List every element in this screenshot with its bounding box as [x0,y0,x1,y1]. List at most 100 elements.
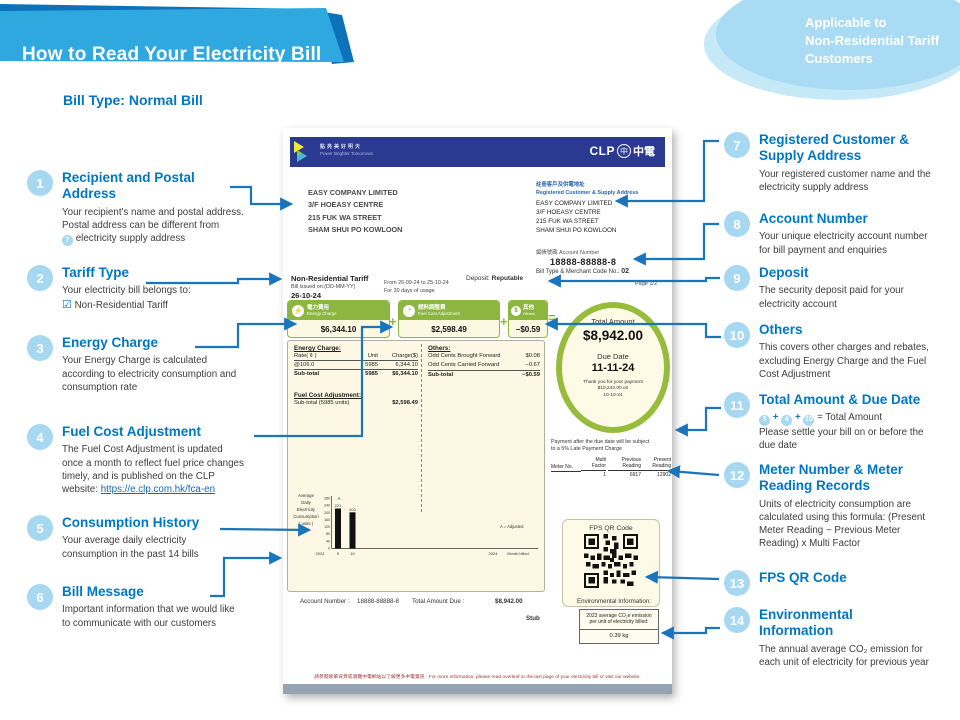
callout-number-badge: 12 [724,462,750,488]
callout-title: Account Number [759,211,868,226]
callout-deposit: 9 Deposit The security deposit paid for … [724,265,941,311]
plug-icon: ⚡ [292,304,304,317]
clp-logo-circle-icon: 中 [617,144,631,158]
badge-line: Non-Residential Tariff [805,33,940,48]
energy-charge-value: $6,344.10 [320,324,357,334]
clp-flag-icon [294,141,307,162]
account-number-value: 18888-88888-8 [550,257,617,267]
postal-line: SHAM SHUI PO KOWLOON [308,225,403,235]
clp-logo: CLP 中 中電 [589,143,655,159]
fuel-cost-box: ◔ 燃料調整費 Fuel Cost Adjustment $2,598.49 [398,300,500,338]
registered-line: 215 FUK WA STREET [536,218,599,225]
clp-logo-zh: 中電 [633,146,655,158]
bill-type-label: Bill Type: Normal Bill [63,92,203,108]
registered-line: EASY COMPANY LIMITED [536,200,613,207]
brand-tagline-zh: 點亮美好明天 [320,144,363,150]
postal-line: EASY COMPANY LIMITED [308,188,398,197]
registered-address-block: 註冊客戶及供電地址 Registered Customer & Supply A… [536,181,638,235]
callout-fuel-cost-adjustment: 4 Fuel Cost Adjustment The Fuel Cost Adj… [27,424,244,496]
fuel-cost-value: $2,598.49 [431,324,467,334]
callout-number-badge: 14 [724,607,750,633]
ref-number-icon: 7 [62,235,73,247]
clp-logo-text: CLP [589,144,615,158]
brand-tagline-en: Power Brighter Tomorrows [320,151,373,156]
fps-qr-title: FPS QR Code [589,525,633,532]
callout-number-badge: 9 [724,265,750,291]
bill-masthead: 點亮美好明天 Power Brighter Tomorrows CLP 中 中電 [290,137,665,167]
callout-title: Deposit [759,265,809,280]
others-detail-title: Others: [428,345,451,352]
bill-document: 點亮美好明天 Power Brighter Tomorrows CLP 中 中電… [283,128,672,694]
ref-number-icon: 3 [759,414,770,426]
badge-line: Customers [805,51,873,66]
checkbox-icon: ☑ [62,298,72,311]
billing-period: From 26-09-24 to 25-10-24 For 30 days of… [384,280,449,294]
callout-number-badge: 4 [27,424,53,450]
callout-number-badge: 3 [27,335,53,361]
fca-website-link[interactable]: https://e.clp.com.hk/fca-en [100,483,216,495]
postal-line: 3/F HOEASY CENTRE [308,200,384,210]
meter-col-header: Meter No. [551,458,581,472]
postal-line: 215 FUK WA STREET [308,212,382,222]
callout-title: Tariff Type [62,265,130,280]
postal-address-block: EASY COMPANY LIMITED 3/F HOEASY CENTRE 2… [308,187,402,237]
bill-type-code-value: 02 [621,268,630,275]
svg-text:A: A [337,496,340,501]
bar-month-9 [335,508,341,549]
late-payment-note: Payment after the due date will be subje… [551,439,650,452]
callout-title: Energy Charge [62,335,159,350]
others-box: $ 其他 Others −$0.59 [508,300,548,338]
svg-text:0: 0 [328,547,330,551]
registered-label-en: Registered Customer & Supply Address [536,190,639,196]
svg-text:200: 200 [349,507,356,512]
svg-text:10: 10 [350,551,355,556]
callout-title: Recipient and Postal Address [62,170,195,202]
ref-number-icon: 10 [803,414,815,426]
callout-consumption-history: 5 Consumption History Your average daily… [27,515,244,561]
header-banner [0,4,354,64]
callout-number-badge: 13 [724,570,750,596]
plus-sign: + [389,314,397,329]
svg-text:2024: 2024 [489,551,499,556]
svg-text:240: 240 [324,504,330,508]
bill-issued-label: Bill issued on:(DD-MM-YY) [291,284,356,290]
fps-qr-box: FPS QR Code [562,519,660,607]
callout-number-badge: 11 [724,392,750,418]
applicability-badge: Applicable to Non-Residential Tariff Cus… [716,0,960,90]
svg-text:40: 40 [326,539,330,543]
callout-title: Consumption History [62,515,200,530]
svg-text:Daily: Daily [301,500,311,505]
deposit-value: Reputable [491,275,524,282]
callout-bill-message: 6 Bill Message Important information tha… [27,584,244,630]
stub-total-label: Total Amount Due : [412,598,465,605]
connector-11 [674,406,721,437]
connector-12 [666,465,720,479]
page-title: How to Read Your Electricity Bill [22,44,322,65]
callout-number-badge: 1 [27,170,53,196]
callout-recipient-postal-address: 1 Recipient and Postal Address Your reci… [27,170,244,247]
account-number-block: 編帳號碼 Account Number 18888-88888-8 Bill T… [536,248,629,275]
registered-label-zh: 註冊客戶及供電地址 [536,182,585,188]
payment-thanks: Thank you for your payment $10,242.00 on… [583,380,643,398]
svg-text:A = Adjusted: A = Adjusted [500,524,524,529]
callout-account-number: 8 Account Number Your unique electricity… [724,211,941,257]
deposit-line: Deposit: Reputable [466,275,524,282]
callout-fps-qr-code: 13 FPS QR Code [724,570,941,596]
dollar-icon: $ [511,305,521,316]
meter-col-header: Multi Factor [581,457,606,471]
callout-registered-customer: 7 Registered Customer & Supply Address Y… [724,132,941,194]
callout-number-badge: 2 [27,265,53,291]
callout-number-badge: 8 [724,211,750,237]
gauge-icon: ◔ [403,304,415,317]
callout-tariff-type: 2 Tariff Type Your electricity bill belo… [27,265,244,312]
consumption-history-chart: Average Daily Electricity Consumption ( … [293,493,538,556]
total-amount-value: $8,942.00 [582,328,644,343]
environmental-info-label: Environmental Information: [577,598,651,605]
meter-col-header: Present Reading [641,457,671,471]
bar-month-10 [349,512,356,549]
callout-meter-reading: 12 Meter Number & Meter Reading Records … [724,462,941,550]
total-amount-oval: Total Amount $8,942.00 Due Date 11-11-24… [556,302,670,433]
